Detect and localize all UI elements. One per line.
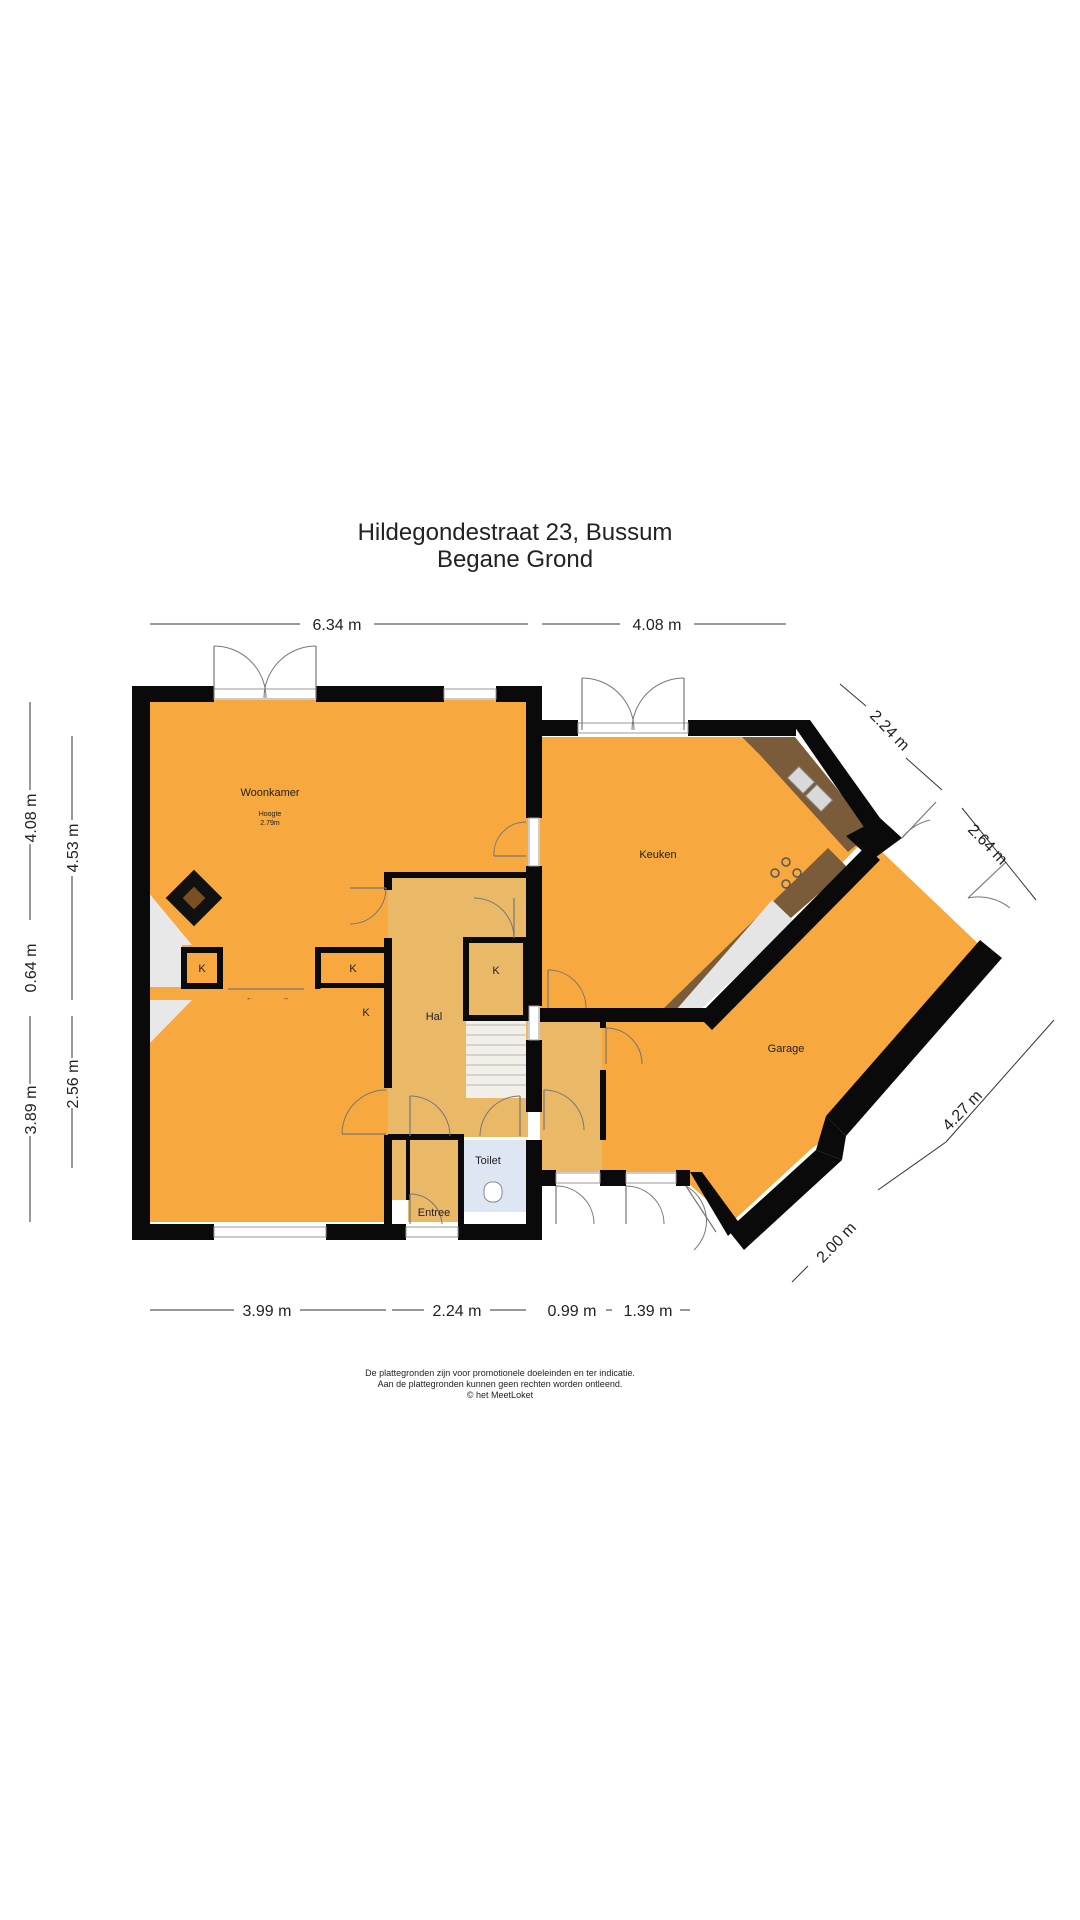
hal-stairs [466, 1018, 526, 1098]
room-garage [602, 850, 990, 1222]
label-entree: Entree [418, 1207, 450, 1219]
label-keuken: Keuken [639, 849, 676, 861]
doors: ← → [213, 645, 1011, 1251]
walls [132, 686, 1002, 1250]
svg-text:←: ← [246, 995, 253, 1002]
dim-left-outer-bottom: 3.89 m [23, 1086, 40, 1135]
dim-diag-top: 2.24 m [866, 707, 912, 754]
plan-floor-name: Begane Grond [437, 546, 593, 573]
dim-diag-bottom-long: 4.27 m [940, 1087, 986, 1134]
room-entree [408, 1140, 460, 1222]
label-hal: Hal [426, 1011, 443, 1023]
kitchen-counter-light [676, 900, 795, 1010]
footer-line-2: Aan de plattegronden kunnen geen rechten… [378, 1379, 623, 1389]
dim-left-outer-mid: 0.64 m [23, 944, 40, 993]
label-closet-4: K [492, 965, 500, 977]
footer-line-1: De plattegronden zijn voor promotionele … [365, 1368, 635, 1378]
label-woonkamer-height-value: 2.79m [260, 820, 280, 827]
dim-top-right: 4.08 m [633, 617, 682, 634]
label-garage: Garage [768, 1043, 805, 1055]
label-woonkamer: Woonkamer [240, 787, 299, 799]
label-closet-2: K [349, 963, 357, 975]
dimension-lines [29, 623, 1055, 1311]
dim-left-inner-top: 4.53 m [65, 824, 82, 873]
dim-bottom-4: 1.39 m [624, 1303, 673, 1320]
dim-left-outer-top: 4.08 m [23, 794, 40, 843]
dim-left-inner-bottom: 2.56 m [65, 1060, 82, 1109]
closet-1 [181, 947, 223, 989]
windows [213, 688, 689, 1238]
dim-top-left: 6.34 m [313, 617, 362, 634]
room-corridor [540, 1022, 602, 1172]
dim-diag-right: 2.64 m [964, 821, 1010, 868]
hal-stair-steps [466, 1024, 526, 1086]
svg-text:→: → [282, 995, 289, 1002]
stair-area-mid [148, 945, 182, 987]
dim-diag-bottom-short: 2.00 m [814, 1219, 860, 1266]
plan-address: Hildegondestraat 23, Bussum [358, 519, 673, 546]
dim-bottom-3: 0.99 m [548, 1303, 597, 1320]
dim-bottom-1: 3.99 m [243, 1303, 292, 1320]
room-keuken [540, 737, 872, 1010]
closet-4 [463, 937, 529, 1021]
footer-line-3: © het MeetLoket [467, 1390, 534, 1400]
kitchen-sink [786, 765, 834, 813]
toilet-bowl [483, 1181, 503, 1203]
stair-area-top [148, 892, 192, 945]
stair-area-bottom [148, 1000, 192, 1045]
label-toilet: Toilet [475, 1155, 501, 1167]
label-closet-1: K [198, 963, 206, 975]
kitchen-hob [770, 857, 802, 889]
room-meterkast [388, 1137, 408, 1200]
label-woonkamer-height: Hoogte [259, 811, 282, 818]
label-closet-3: K [362, 1007, 370, 1019]
dim-bottom-2: 2.24 m [433, 1303, 482, 1320]
closet-3 [320, 988, 388, 1062]
